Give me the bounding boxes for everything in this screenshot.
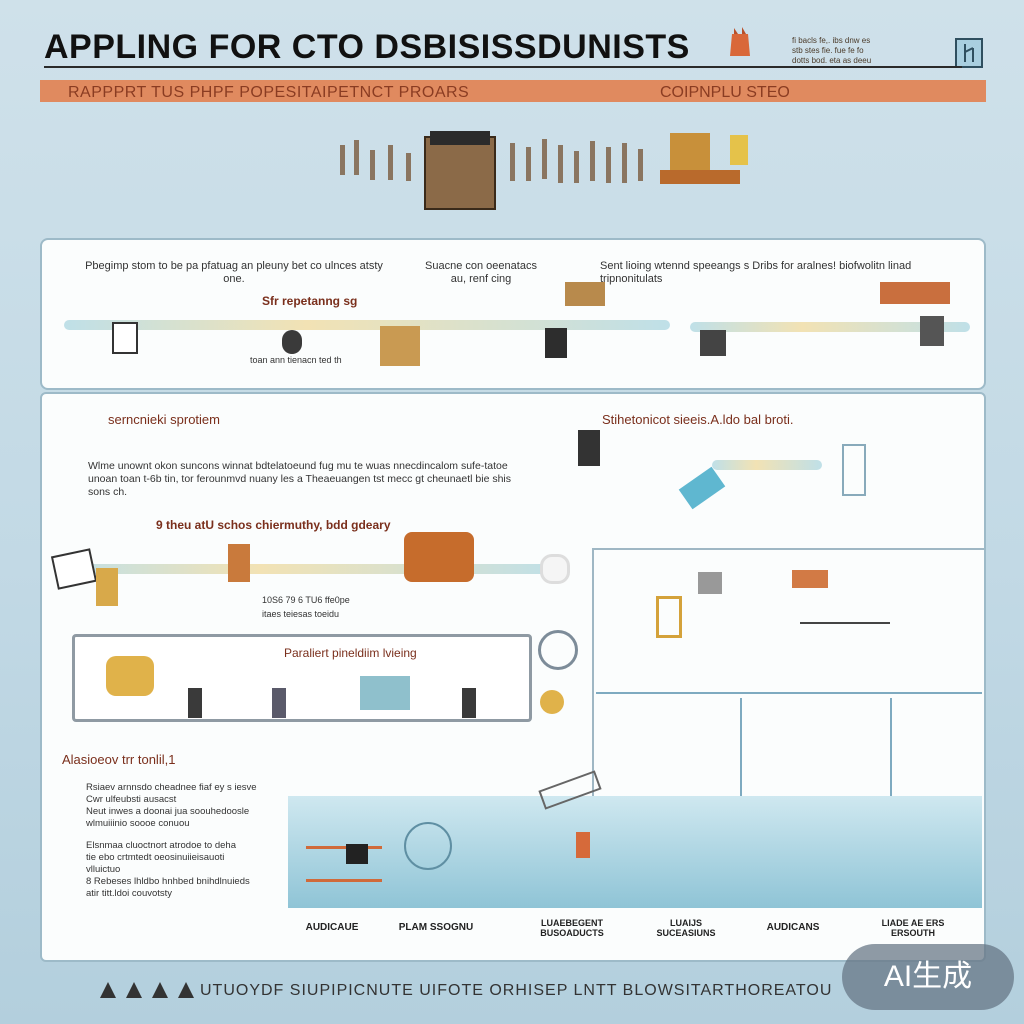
facility-drawing bbox=[592, 548, 984, 798]
column-label: LUAIJS SUCEASIUNS bbox=[656, 918, 716, 938]
box-icon bbox=[380, 326, 420, 366]
section1-body: Wlme unownt okon suncons winnat bdtelato… bbox=[88, 460, 511, 498]
bag-icon bbox=[282, 330, 302, 354]
person-icon bbox=[462, 688, 476, 718]
process-caption-1: 10S6 79 6 TU6 ffe0pe bbox=[262, 595, 350, 605]
header-note: stb stes fie. fue fe fo bbox=[792, 46, 864, 55]
stage1-text: Pbegimp stom to be pa pfatuag an pleuny … bbox=[85, 260, 383, 285]
desk-icon bbox=[565, 282, 605, 306]
person-icon bbox=[272, 688, 286, 718]
clipboard-icon bbox=[112, 322, 138, 354]
stack-icon bbox=[96, 568, 118, 606]
subtitle-banner bbox=[40, 80, 986, 102]
stages-panel bbox=[40, 238, 986, 390]
pot-icon bbox=[106, 656, 154, 696]
tank-icon bbox=[404, 822, 452, 870]
table-icon bbox=[792, 570, 828, 588]
railing-icon bbox=[800, 600, 890, 624]
assessment-heading: Alasioeov trr tonlil,1 bbox=[62, 752, 176, 767]
door-icon bbox=[656, 596, 682, 638]
assessment-line: wlmuiiinio soooe conuou bbox=[86, 818, 190, 829]
workbench-icon bbox=[880, 282, 950, 304]
stage3-text: Sent lioing wtennd speeangs s Dribs for … bbox=[600, 260, 912, 285]
worker-icon bbox=[228, 544, 250, 582]
stage2-text: Suacne con oeenatacs au, renf cing bbox=[425, 260, 537, 285]
footer-icons bbox=[100, 982, 194, 998]
section2-track bbox=[712, 460, 822, 470]
header-note: dotts bod. eta as deeu bbox=[792, 56, 872, 65]
crowd-illustration bbox=[340, 131, 748, 210]
stage-timeline-track bbox=[64, 320, 670, 330]
device-icon bbox=[545, 328, 567, 358]
header-notes: fi bacls fe,. ibs dnw es stb stes fie. f… bbox=[792, 36, 942, 66]
footer-text: UTUOYDF SIUPIPICNUTE UIFOTE ORHISEP LNTT… bbox=[200, 982, 833, 999]
assessment-line: Elsnmaa cluoctnort atrodoe to deha bbox=[86, 840, 236, 851]
column-label: AUDICANS bbox=[766, 922, 820, 933]
loop-icon bbox=[538, 630, 578, 670]
assessment-line: tie ebo crtmtedt oeosinuiieisauoti bbox=[86, 852, 225, 863]
subtitle-left: RAPPPRT TUS PHPF POPESITAIPETNCT PROARS bbox=[68, 84, 470, 101]
assessment-line: Neut inwes a doonai jua soouhedoosle bbox=[86, 806, 250, 817]
machine-icon bbox=[360, 676, 410, 710]
crate-icon bbox=[698, 572, 722, 594]
section1-heading: serncnieki sprotiem bbox=[108, 412, 220, 427]
stage-timeline-track-2 bbox=[690, 322, 970, 332]
assessment-line: atir titt.ldoi couvotsty bbox=[86, 888, 173, 899]
assessment-line: Cwr ulfeubsti ausacst bbox=[86, 794, 177, 805]
column-label: PLAM SSOGNU bbox=[398, 922, 474, 933]
tool-icon bbox=[920, 316, 944, 346]
process-label: 9 theu atU schos chiermuthy, bdd gdeary bbox=[156, 518, 391, 532]
title-divider bbox=[44, 66, 962, 68]
node-circle-icon bbox=[540, 554, 570, 584]
process-caption-2: itaes teiesas toeidu bbox=[262, 609, 340, 619]
process-track bbox=[60, 564, 560, 574]
floor-line bbox=[596, 692, 982, 694]
subprocess-label: Paraliert pineldiim lvieing bbox=[284, 646, 417, 660]
person-icon bbox=[188, 688, 202, 718]
ai-generated-badge: AI生成 bbox=[842, 944, 1014, 1010]
support-beam bbox=[890, 698, 892, 808]
header-note: fi bacls fe,. ibs dnw es bbox=[792, 36, 871, 45]
water-area bbox=[288, 796, 982, 908]
assessment-line: Rsiaev arnnsdo cheadnee fiaf ey s iesve bbox=[86, 782, 257, 793]
section2-heading: Stihetonicot sieeis.A.ldo bal broti. bbox=[602, 412, 794, 427]
subtitle-right: COIPNPLU STEO bbox=[660, 84, 790, 101]
stage1-caption: toan ann tienacn ted th bbox=[250, 355, 342, 365]
figure-icon bbox=[578, 430, 600, 466]
worker-icon bbox=[576, 832, 590, 858]
machine-icon bbox=[404, 532, 474, 582]
clay-pot-icon bbox=[730, 27, 750, 56]
node-circle-icon bbox=[540, 690, 564, 714]
shelf-icon bbox=[306, 846, 382, 882]
ladder-icon bbox=[842, 444, 866, 496]
assessment-list: Rsiaev arnnsdo cheadnee fiaf ey s iesve … bbox=[86, 782, 286, 900]
column-label: LUAEBEGENT BUSOADUCTS bbox=[540, 918, 604, 938]
assessment-line: vlluictuo bbox=[86, 864, 121, 875]
support-beam bbox=[740, 698, 742, 808]
figure-icon bbox=[964, 44, 974, 62]
document-icon[interactable] bbox=[955, 38, 983, 68]
printer-icon bbox=[700, 330, 726, 356]
assessment-line: 8 Rebeses lhldbo hnhbed bnihdlnuieds bbox=[86, 876, 250, 887]
column-label: LIADE AE ERS ERSOUTH bbox=[881, 918, 945, 938]
column-label: AUDICAUE bbox=[305, 922, 359, 933]
stage1-label: Sfr repetanng sg bbox=[262, 294, 358, 308]
page-title: APPLING FOR CTO DSBISISSDUNISTS bbox=[44, 28, 690, 66]
monitor-icon bbox=[346, 844, 368, 864]
